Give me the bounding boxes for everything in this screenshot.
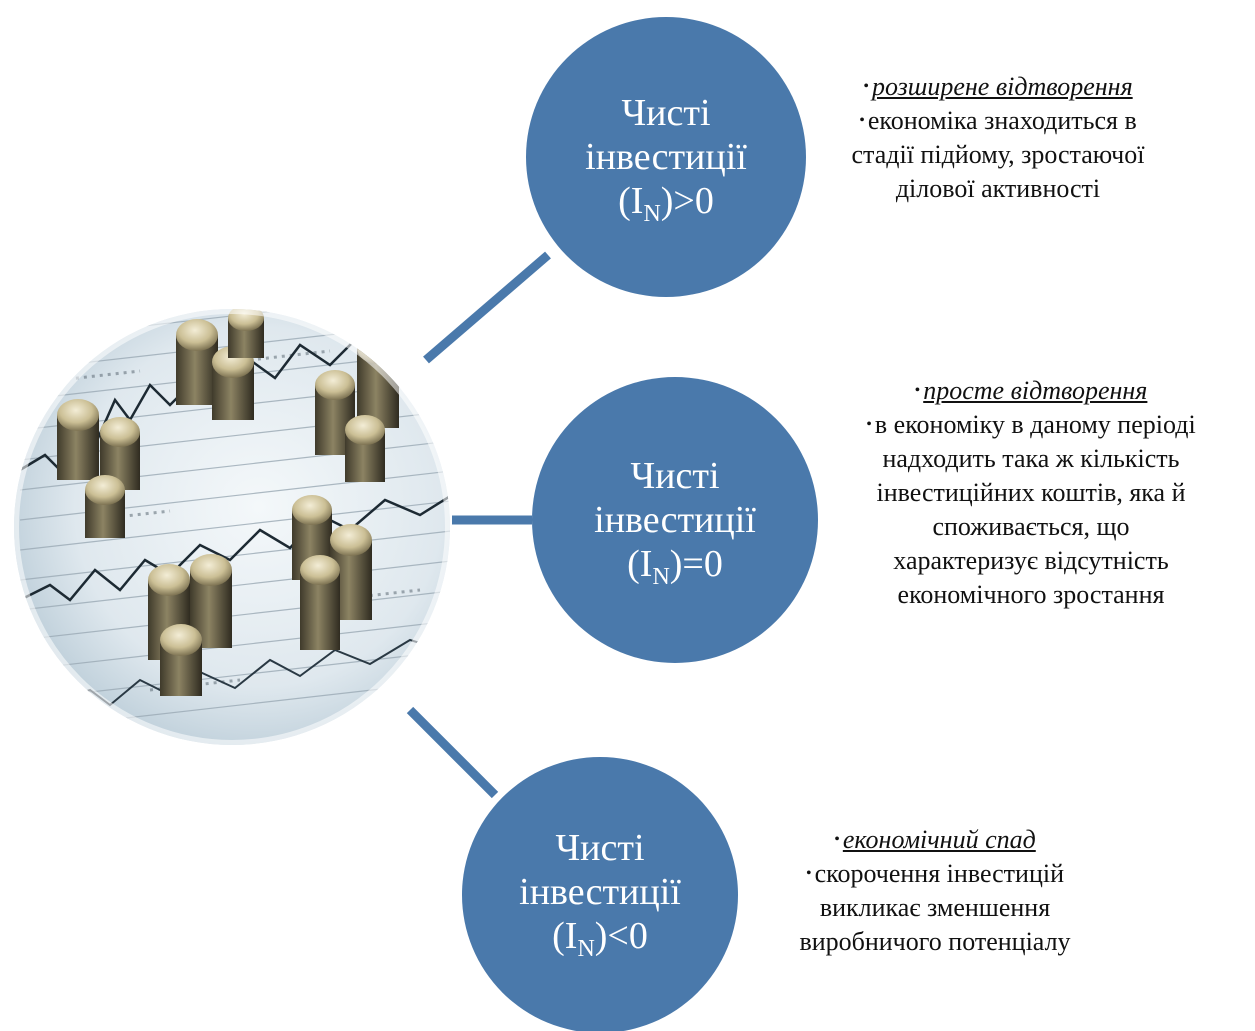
node-formula: (IN)<0 [552,915,648,962]
bullet-icon: • [859,112,865,129]
bullet-icon: • [866,416,872,433]
node-circle-negative [462,757,738,1031]
description-heading: •економічний спад [834,825,1036,854]
description-text-line: надходить така ж кількість [882,444,1180,473]
description-heading: •розширене відтворення [863,72,1133,101]
description-text-line: інвестиційних коштів, яка й [876,478,1186,507]
node-title: Чисті [555,827,645,869]
node-subtitle: інвестиції [519,871,681,913]
description-text-line: виробничого потенціалу [799,927,1071,956]
node-formula: (IN)=0 [627,543,723,590]
description-text: •в економіку в даному періоді [866,410,1196,439]
coins-on-chart-photo-icon [14,309,450,745]
description-text-line: споживається, що [932,512,1130,541]
node-circle-zero [532,377,818,663]
description-negative: •економічний спад •скорочення інвестицій… [745,823,1125,959]
node-positive-investment: Чисті інвестиції (IN)>0 [526,17,806,297]
bullet-icon: • [863,78,869,95]
connector-bottom [406,706,499,799]
description-text-line: економічного зростання [897,580,1165,609]
description-text-line: стадії підйому, зростаючої [851,140,1145,169]
description-zero: •просте відтворення •в економіку в даном… [810,374,1252,612]
connector-top [423,251,551,364]
description-text-line: характеризує відсутність [893,546,1169,575]
description-text: •скорочення інвестицій [805,859,1064,888]
node-subtitle: інвестиції [594,499,756,541]
description-text-line: ділової активності [895,174,1101,203]
description-heading: •просте відтворення [914,376,1148,405]
node-circle-positive [526,17,806,297]
description-text: •економіка знаходиться в [859,106,1137,135]
node-subtitle: інвестиції [585,136,747,178]
bullet-icon: • [805,865,812,882]
description-positive: •розширене відтворення •економіка знаход… [808,70,1188,206]
connectors [406,251,551,799]
bullet-icon: • [914,382,921,399]
node-negative-investment: Чисті інвестиції (IN)<0 [462,757,738,1027]
description-text-line: викликає зменшення [819,893,1051,922]
node-title: Чисті [621,92,711,134]
node-formula: (IN)>0 [618,180,714,227]
bullet-icon: • [834,831,840,848]
node-zero-investment: Чисті інвестиції (IN)=0 [532,377,818,663]
node-title: Чисті [630,455,720,497]
